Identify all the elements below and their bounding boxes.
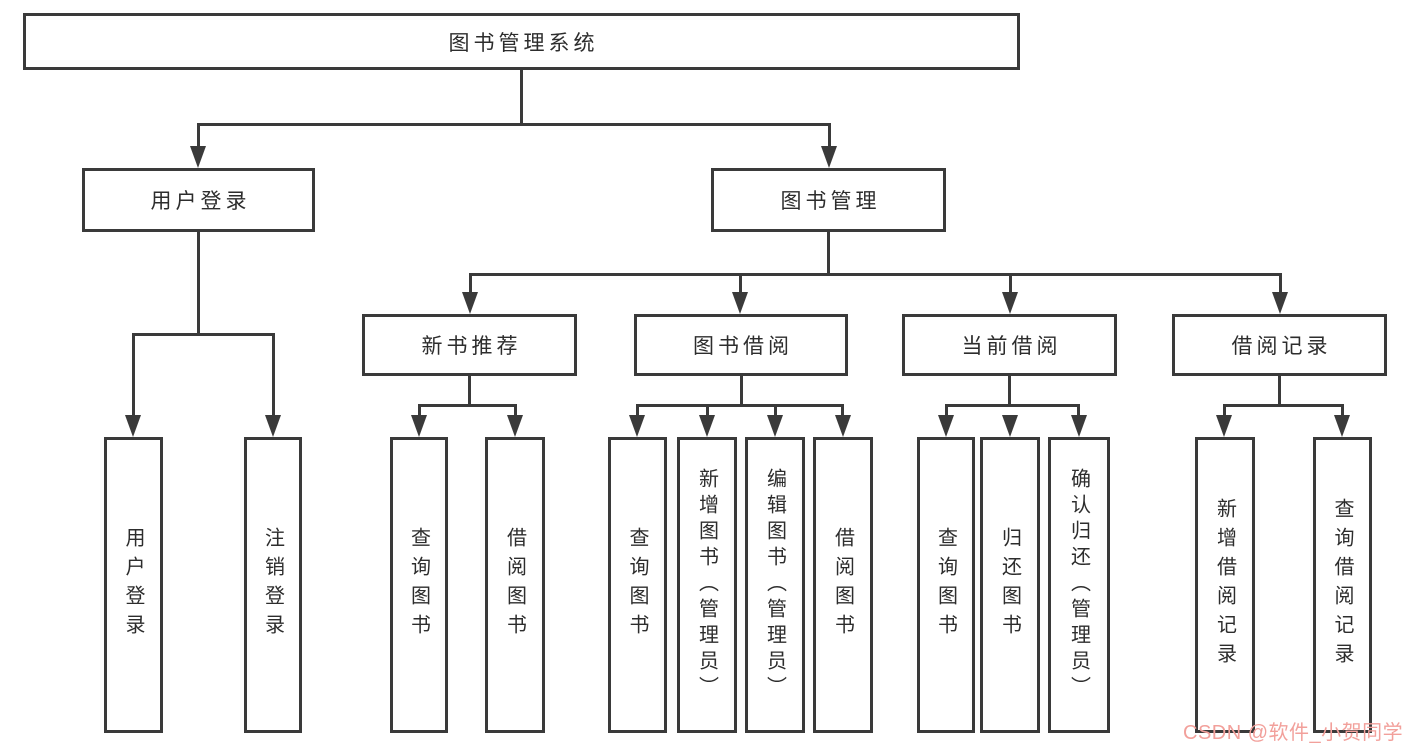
connector-line <box>740 376 743 407</box>
arrowhead-down <box>190 146 206 168</box>
leaf-borrow-books-recommend: 借阅图书 <box>485 437 545 733</box>
connector-line <box>197 232 200 336</box>
arrowhead-down <box>125 415 141 437</box>
arrowhead-down <box>1216 415 1232 437</box>
leaf-borrow-books-label: 借阅图书 <box>831 527 854 643</box>
arrowhead-down <box>835 415 851 437</box>
arrowhead-down <box>1002 292 1018 314</box>
arrowhead-down <box>732 292 748 314</box>
leaf-confirm-return-admin: 确认归还（管理员） <box>1048 437 1110 733</box>
node-user-login: 用户登录 <box>82 168 315 232</box>
connector-line <box>1008 376 1011 407</box>
node-library-system: 图书管理系统 <box>23 13 1020 70</box>
node-book-management-label: 图书管理 <box>780 190 881 213</box>
connector-line <box>1223 404 1226 418</box>
leaf-confirm-return-admin-label: 确认归还（管理员） <box>1067 468 1090 702</box>
connector-line <box>197 123 831 126</box>
connector-line <box>636 404 844 407</box>
node-new-book-recommend: 新书推荐 <box>362 314 577 376</box>
connector-line <box>514 404 517 418</box>
leaf-add-books-admin: 新增图书（管理员） <box>677 437 737 733</box>
connector-line <box>469 273 1282 276</box>
arrowhead-down <box>938 415 954 437</box>
node-user-login-label: 用户登录 <box>150 190 251 213</box>
connector-line <box>828 123 831 151</box>
connector-line <box>945 404 948 418</box>
connector-line <box>1223 404 1344 407</box>
connector-line <box>418 404 517 407</box>
arrowhead-down <box>1334 415 1350 437</box>
connector-line <box>1009 273 1012 295</box>
connector-line <box>945 404 1080 407</box>
leaf-logout-label: 注销登录 <box>261 527 284 643</box>
connector-line <box>132 333 275 336</box>
leaf-query-books-borrow-label: 查询图书 <box>626 527 648 643</box>
leaf-add-borrow-record-label: 新增借阅记录 <box>1213 498 1236 672</box>
leaf-borrow-books-recommend-label: 借阅图书 <box>503 527 526 643</box>
leaf-query-borrow-record: 查询借阅记录 <box>1313 437 1372 733</box>
node-library-system-label: 图书管理系统 <box>448 31 599 55</box>
connector-line <box>739 273 742 295</box>
connector-line <box>841 404 844 418</box>
arrowhead-down <box>821 146 837 168</box>
node-book-borrow-label: 图书借阅 <box>693 335 793 358</box>
arrowhead-down <box>411 415 427 437</box>
leaf-return-books-label: 归还图书 <box>998 527 1021 643</box>
connector-line <box>1278 376 1281 407</box>
leaf-return-books: 归还图书 <box>980 437 1040 733</box>
csdn-watermark: CSDN @软件_小贺同学 <box>1183 722 1404 744</box>
node-book-management: 图书管理 <box>711 168 946 232</box>
connector-line <box>636 404 639 418</box>
leaf-user-login-label: 用户登录 <box>122 527 144 643</box>
leaf-add-books-admin-label: 新增图书（管理员） <box>695 468 718 702</box>
arrowhead-down <box>507 415 523 437</box>
leaf-query-books-current-label: 查询图书 <box>934 527 957 643</box>
connector-line <box>1279 273 1282 295</box>
connector-line <box>1077 404 1080 418</box>
leaf-borrow-books: 借阅图书 <box>813 437 873 733</box>
connector-line <box>469 273 472 295</box>
leaf-query-borrow-record-label: 查询借阅记录 <box>1331 498 1353 672</box>
arrowhead-down <box>767 415 783 437</box>
node-borrow-records-label: 借阅记录 <box>1231 335 1332 358</box>
leaf-user-login: 用户登录 <box>104 437 163 733</box>
node-book-borrow: 图书借阅 <box>634 314 848 376</box>
arrowhead-down <box>1272 292 1288 314</box>
connector-line <box>468 376 471 407</box>
leaf-query-books-recommend: 查询图书 <box>390 437 448 733</box>
connector-line <box>774 404 777 418</box>
connector-line <box>706 404 709 418</box>
connector-line <box>132 333 135 419</box>
node-new-book-recommend-label: 新书推荐 <box>421 335 522 358</box>
leaf-edit-books-admin-label: 编辑图书（管理员） <box>763 468 786 702</box>
connector-line <box>520 70 523 126</box>
arrowhead-down <box>265 415 281 437</box>
leaf-query-books-borrow: 查询图书 <box>608 437 667 733</box>
connector-line <box>272 333 275 419</box>
arrowhead-down <box>462 292 478 314</box>
connector-line <box>1341 404 1344 418</box>
connector-line <box>827 232 830 276</box>
node-current-borrow: 当前借阅 <box>902 314 1117 376</box>
arrowhead-down <box>699 415 715 437</box>
node-borrow-records: 借阅记录 <box>1172 314 1387 376</box>
leaf-query-books-current: 查询图书 <box>917 437 975 733</box>
connector-line <box>197 123 200 151</box>
leaf-add-borrow-record: 新增借阅记录 <box>1195 437 1255 733</box>
leaf-logout: 注销登录 <box>244 437 302 733</box>
arrowhead-down <box>1071 415 1087 437</box>
connector-line <box>418 404 421 418</box>
node-current-borrow-label: 当前借阅 <box>961 335 1062 358</box>
leaf-edit-books-admin: 编辑图书（管理员） <box>745 437 805 733</box>
leaf-query-books-recommend-label: 查询图书 <box>407 527 430 643</box>
arrowhead-down <box>1002 415 1018 437</box>
arrowhead-down <box>629 415 645 437</box>
